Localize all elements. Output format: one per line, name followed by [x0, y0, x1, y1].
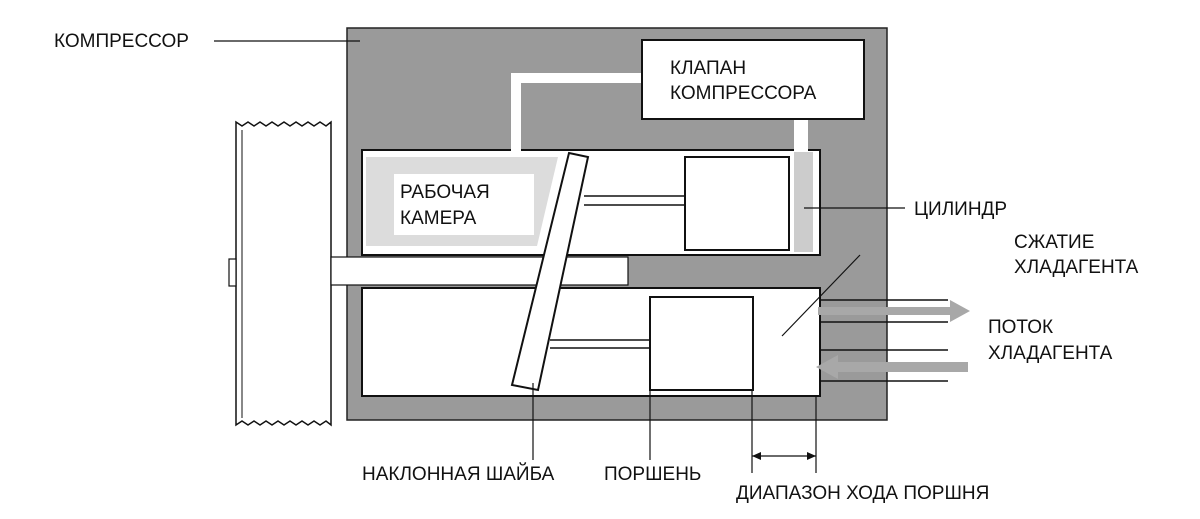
pulley — [228, 120, 332, 427]
drive-shaft — [330, 256, 629, 286]
lower-piston — [649, 296, 754, 391]
flow-in-arrow — [816, 355, 968, 379]
refrigerant-flow — [816, 299, 970, 382]
flow-out-arrow — [818, 300, 970, 322]
compressor-valve-box — [641, 39, 865, 120]
stroke-range-label: ДИАПАЗОН ХОДА ПОРШНЯ — [736, 483, 989, 504]
leader-lines — [214, 40, 905, 473]
upper-piston — [684, 156, 790, 251]
piston-label: ПОРШЕНЬ — [604, 464, 701, 485]
compression-label-line2: ХЛАДАГЕНТА — [1014, 257, 1139, 278]
flow-label-line1: ПОТОК — [988, 317, 1053, 338]
stroke-arrow-right — [807, 452, 816, 460]
compression-leader — [781, 254, 861, 337]
cylinder-strip — [794, 152, 813, 252]
valve-pipe — [511, 73, 642, 152]
valve-label-line1: КЛАПАН — [670, 58, 746, 79]
chamber-label-line1: РАБОЧАЯ — [400, 182, 490, 203]
swash-plate-label: НАКЛОННАЯ ШАЙБА — [362, 463, 555, 485]
compression-label-line1: СЖАТИЕ — [1014, 232, 1094, 253]
valve-cylinder-pipe — [794, 119, 808, 152]
compressor-label: КОМПРЕССОР — [54, 31, 189, 52]
pulley-body — [235, 120, 332, 427]
working-chamber-label-bg — [394, 174, 534, 235]
flow-label-line2: ХЛАДАГЕНТА — [988, 343, 1113, 364]
chamber-label-line2: КАМЕРА — [400, 208, 477, 229]
stroke-arrow-left — [752, 452, 761, 460]
swash-plate — [510, 151, 590, 392]
pulley-hub — [228, 258, 237, 287]
valve-label-line2: КОМПРЕССОРА — [670, 83, 817, 104]
cylinder-label: ЦИЛИНДР — [914, 199, 1007, 220]
piston-rods — [550, 195, 685, 349]
